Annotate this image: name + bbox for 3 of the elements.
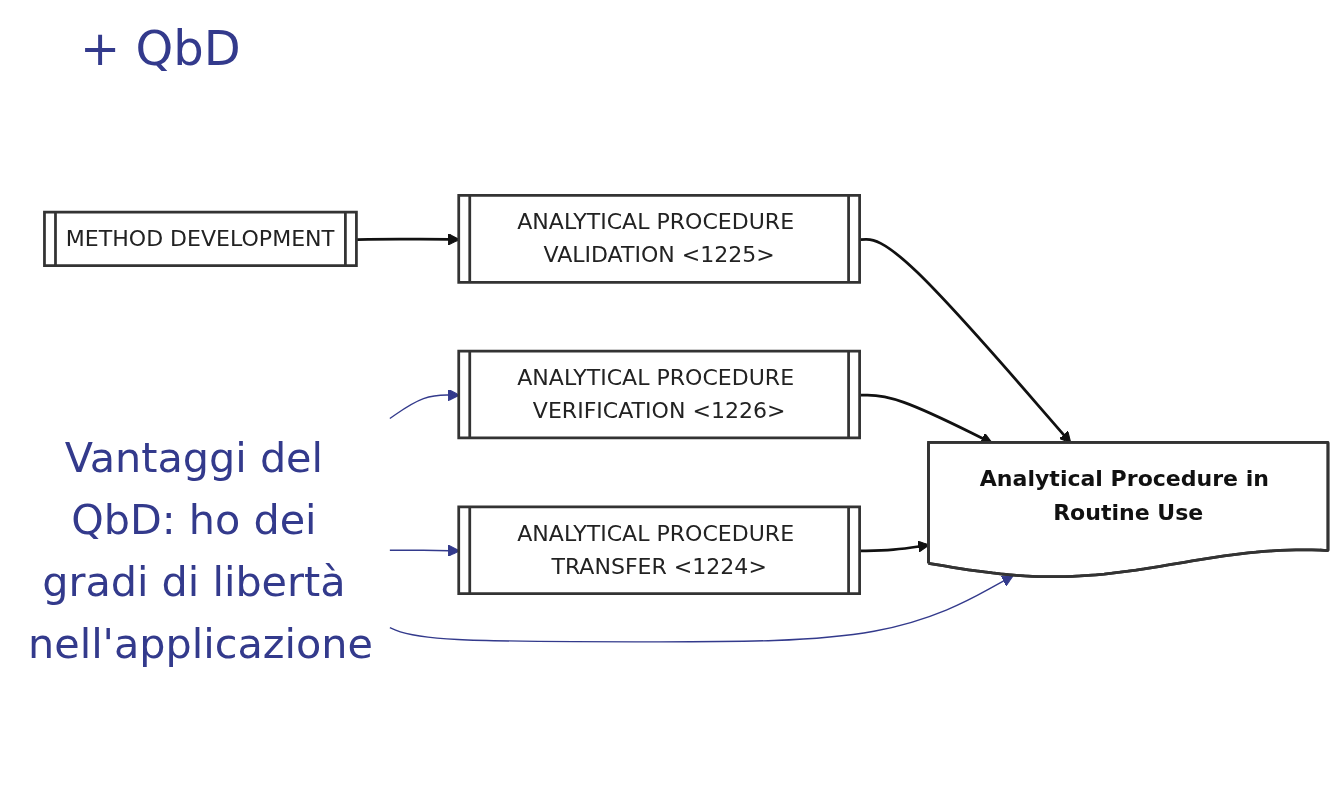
node-text: Vantaggi del QbD: ho dei gradi di libertà nell'applicazione — [28, 433, 373, 668]
arrow — [389, 575, 1014, 643]
note-text: + QbD — [80, 20, 241, 76]
